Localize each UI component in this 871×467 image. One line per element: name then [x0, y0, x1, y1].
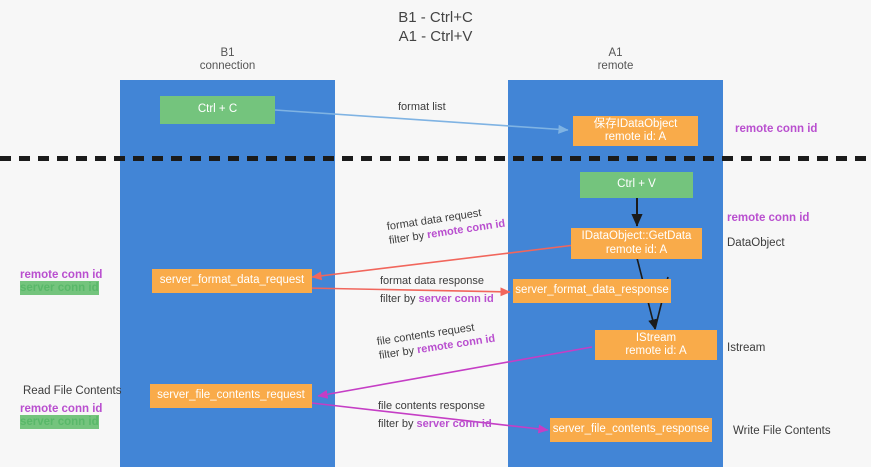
annotation-left-server-conn-id: server conn id [20, 281, 99, 295]
lane-header-b1: B1 connection [120, 47, 335, 73]
annotation-istream: Istream [727, 342, 766, 354]
label-file-contents-response-line-2: filter by server conn id [378, 417, 492, 431]
annotation-left-server-conn-id-2: server conn id [20, 415, 99, 429]
box-istream-line-2: remote id: A [625, 345, 687, 357]
label-fdresp-prefix: filter by [380, 293, 419, 305]
label-fcresp-prefix: filter by [378, 418, 417, 430]
box-data-object-line-1: 保存IDataObject [593, 117, 678, 130]
box-ctrl-c-label: Ctrl + C [197, 103, 238, 116]
label-file-contents-response-line-1: file contents response [378, 400, 486, 412]
label-fcresp-highlight: server conn id [416, 418, 492, 430]
box-server-file-contents-response[interactable]: server_file_contents_response [550, 418, 712, 442]
lane-header-a1-name: A1 [608, 47, 623, 59]
box-server-file-contents-request[interactable]: server_file_contents_request [150, 384, 312, 408]
phase-divider [0, 156, 871, 161]
lane-header-a1-role: remote [597, 60, 634, 72]
label-format-list-text: format list [398, 101, 446, 113]
box-server-file-contents-response-label: server_file_contents_response [552, 423, 710, 436]
title-line-2: A1 - Ctrl+V [398, 28, 473, 45]
label-format-data-request: format data request filter by remote con… [386, 203, 506, 248]
box-server-format-data-request[interactable]: server_format_data_request [152, 269, 312, 293]
lane-header-b1-role: connection [199, 60, 256, 72]
box-ctrl-c[interactable]: Ctrl + C [160, 96, 275, 124]
box-data-object-line-2: remote id: A [604, 131, 667, 143]
box-idataobject-getdata[interactable]: IDataObject::GetData remote id: A [571, 228, 702, 259]
annotation-data-object: DataObject [727, 237, 785, 249]
label-format-data-response-line-2: filter by server conn id [380, 292, 494, 306]
annotation-left-remote-conn-id-2: remote conn id [20, 403, 103, 415]
annotation-remote-conn-id-top: remote conn id [735, 123, 818, 135]
box-istream[interactable]: IStream remote id: A [595, 330, 717, 360]
annotation-read-file-contents: Read File Contents [23, 385, 122, 397]
label-format-data-response-line-1: format data response [380, 275, 484, 287]
box-server-file-contents-request-label: server_file_contents_request [157, 389, 305, 402]
label-file-contents-request: file contents request filter by remote c… [376, 318, 496, 363]
box-getdata-line-2: remote id: A [605, 243, 668, 256]
label-file-contents-response: file contents response filter by server … [378, 399, 492, 431]
lane-header-b1-name: B1 [220, 47, 235, 59]
label-format-data-response: format data response filter by server co… [380, 274, 494, 306]
page-title: B1 - Ctrl+C A1 - Ctrl+V [0, 8, 871, 46]
annotation-remote-conn-id-mid: remote conn id [727, 212, 810, 224]
annotation-write-file-contents: Write File Contents [733, 425, 831, 437]
box-data-object[interactable]: 保存IDataObject remote id: A [573, 116, 698, 146]
box-server-format-data-response-label: server_format_data_response [515, 284, 669, 297]
box-getdata-line-1: IDataObject::GetData [581, 230, 692, 242]
box-istream-line-1: IStream [635, 331, 677, 344]
label-fdresp-highlight: server conn id [418, 293, 494, 305]
annotation-left-remote-conn-id: remote conn id [20, 269, 103, 281]
box-server-format-data-request-label: server_format_data_request [159, 274, 305, 287]
label-format-list: format list [398, 100, 446, 114]
box-ctrl-v-label: Ctrl + V [617, 178, 656, 191]
box-server-format-data-response[interactable]: server_format_data_response [513, 279, 671, 303]
box-ctrl-v[interactable]: Ctrl + V [580, 172, 693, 198]
title-line-1: B1 - Ctrl+C [398, 9, 473, 26]
lane-header-a1: A1 remote [508, 47, 723, 73]
